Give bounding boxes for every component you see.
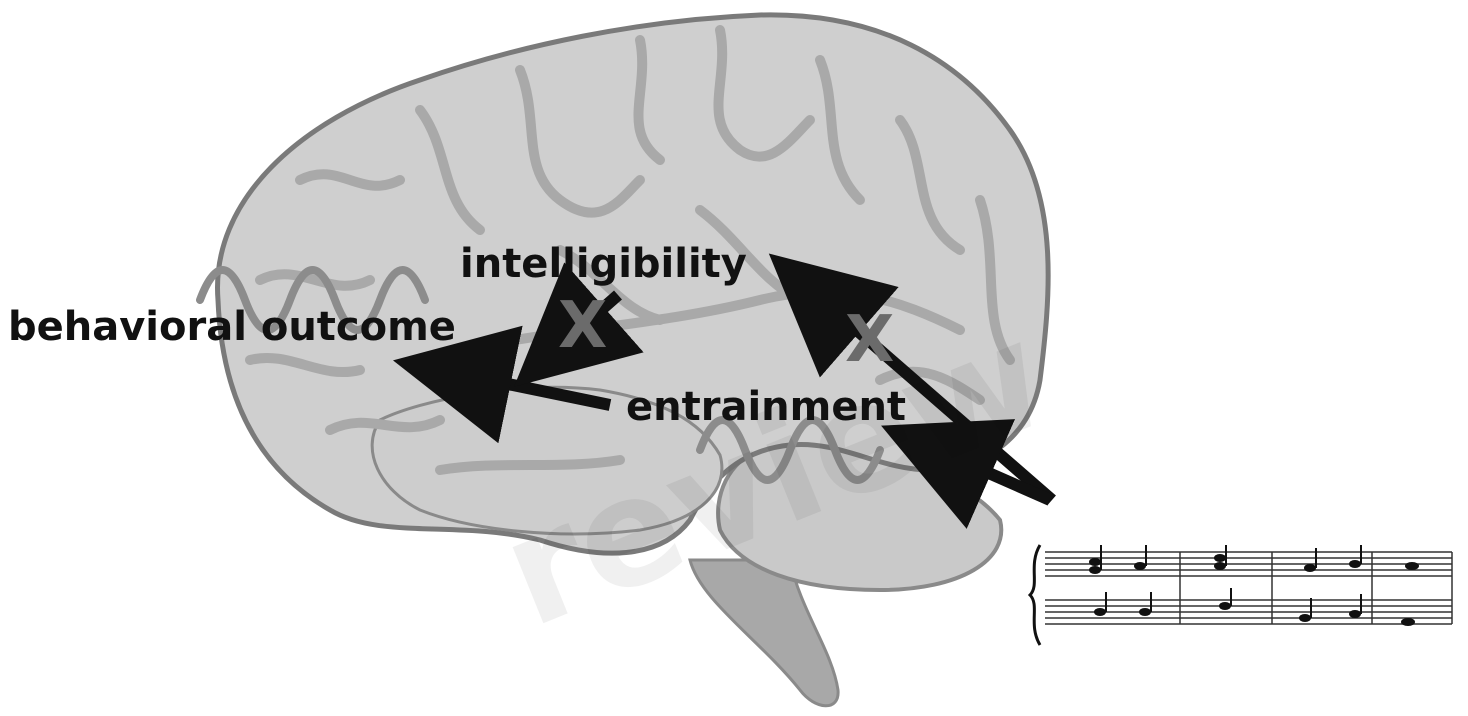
behavioral-outcome-label: behavioral outcome: [8, 307, 456, 347]
intelligibility-label: intelligibility: [460, 244, 747, 284]
blocked-mark-left: X: [558, 294, 607, 358]
entrainment-label: entrainment: [626, 387, 906, 427]
music-score: [1030, 540, 1458, 650]
blocked-mark-right: X: [845, 308, 894, 372]
